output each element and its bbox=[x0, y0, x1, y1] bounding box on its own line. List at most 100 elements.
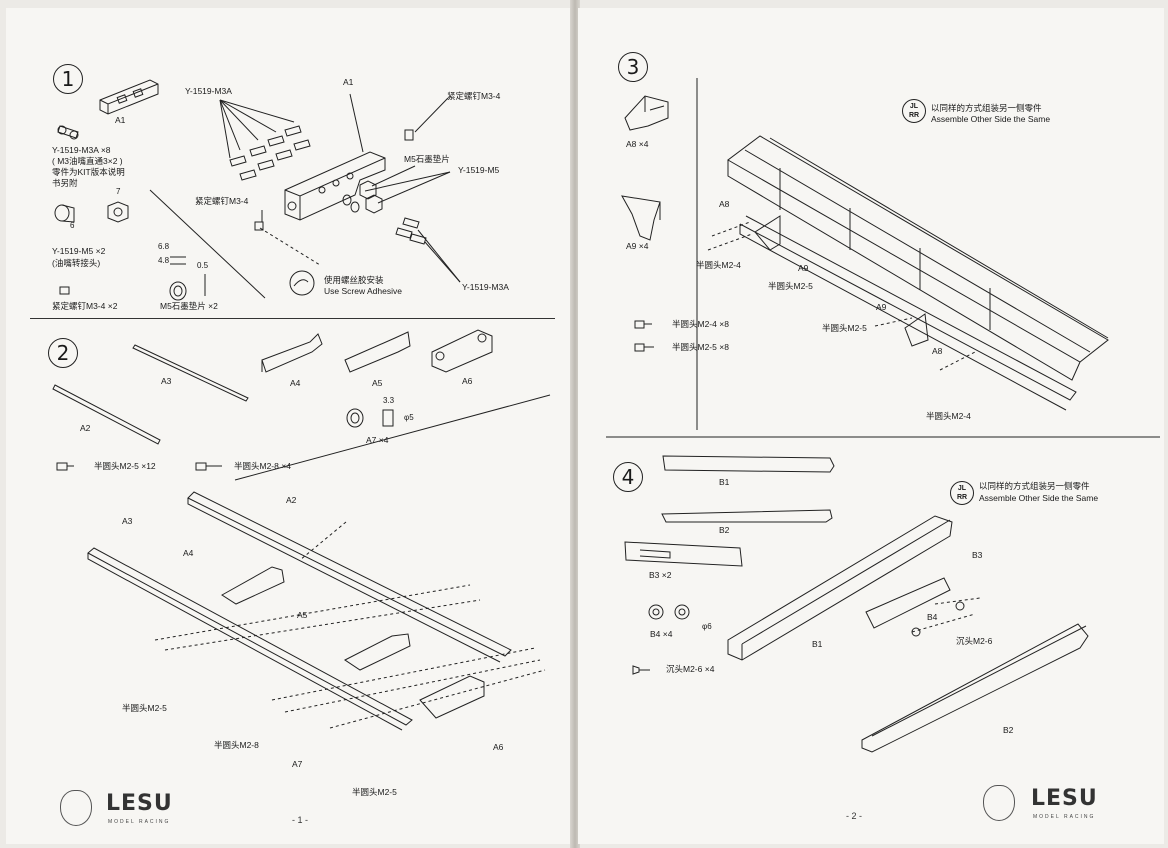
label-y1519-m5-qty: Y-1519-M5 ×2 bbox=[52, 246, 106, 256]
part-m5-washer-drawing bbox=[169, 256, 206, 301]
step3-same-side-cn: 以同样的方式组装另一侧零件 bbox=[931, 103, 1042, 113]
label-a4: A4 bbox=[290, 378, 301, 388]
dim-7: 7 bbox=[116, 187, 121, 196]
part-a1-drawing bbox=[99, 79, 159, 115]
label-y1519-m3a-bottom: Y-1519-M3A bbox=[462, 282, 509, 292]
asm-label-m2-4-2: 半圆头M2-4 bbox=[926, 411, 971, 421]
part-set-screw-drawing bbox=[59, 286, 70, 295]
screw-m2-4-icon bbox=[634, 320, 652, 329]
label-a9-qty: A9 ×4 bbox=[626, 241, 649, 251]
brand-tagline: MODEL RACING bbox=[108, 819, 171, 825]
label-y1519-m3a-qty: Y-1519-M3A ×8 bbox=[52, 145, 111, 155]
asm-label-a8-1: A8 bbox=[719, 199, 730, 209]
label-a7-qty: A7 ×4 bbox=[366, 435, 389, 445]
asm-label-a2: A2 bbox=[286, 495, 297, 505]
label-m2-8-qty: 半圆头M2-8 ×4 bbox=[234, 461, 291, 471]
asm-label-m2-4-1: 半圆头M2-4 bbox=[696, 260, 741, 270]
label-a1-top: A1 bbox=[343, 77, 354, 87]
label-a2: A2 bbox=[80, 423, 91, 433]
part-a9-drawing bbox=[621, 195, 661, 241]
step4-same-side-cn: 以同样的方式组装另一侧零件 bbox=[979, 481, 1090, 491]
step3-chassis-drawing bbox=[707, 135, 1109, 411]
label-set-screw-left: 紧定螺钉M3-4 bbox=[195, 196, 249, 206]
step-3-number: 3 bbox=[618, 52, 648, 82]
part-a3-drawing bbox=[132, 344, 249, 402]
part-a5-drawing bbox=[344, 331, 411, 373]
book-gutter bbox=[570, 0, 580, 848]
dim-phi5: φ5 bbox=[404, 413, 414, 422]
asm-label-m2-6: 沉头M2-6 bbox=[956, 636, 993, 646]
asm-label-m2-8: 半圆头M2-8 bbox=[214, 740, 259, 750]
step3-same-side-en: Assemble Other Side the Same bbox=[931, 114, 1051, 124]
label-m3-4-screw-qty: 紧定螺钉M3-4 ×2 bbox=[52, 301, 118, 311]
label-m2-6-qty: 沉头M2-6 ×4 bbox=[666, 664, 715, 674]
dim-phi6: φ6 bbox=[702, 622, 712, 631]
screw-m2-5-step3-icon bbox=[634, 343, 654, 352]
part-b1-drawing bbox=[662, 455, 835, 473]
label-y1519-m5: Y-1519-M5 bbox=[458, 165, 500, 175]
page-number-right: - 2 - bbox=[846, 811, 863, 821]
screw-m2-6-icon bbox=[632, 665, 650, 675]
part-y1519-m3a-drawing bbox=[57, 125, 79, 140]
label-a5: A5 bbox=[372, 378, 383, 388]
part-b2-drawing bbox=[661, 509, 833, 523]
asm-label-a5: A5 bbox=[297, 610, 308, 620]
lion-logo-icon bbox=[60, 790, 92, 826]
asm-label-m2-5-b: 半圆头M2-5 bbox=[352, 787, 397, 797]
lion-logo-icon-right bbox=[983, 785, 1015, 821]
screw-m2-5-icon bbox=[56, 462, 74, 471]
label-adhesive-en: Use Screw Adhesive bbox=[324, 286, 402, 296]
step2-assembly-drawing bbox=[87, 491, 546, 731]
asm-label-m2-5-a: 半圆头M2-5 bbox=[122, 703, 167, 713]
right-page bbox=[578, 8, 1164, 844]
label-b4-qty: B4 ×4 bbox=[650, 629, 673, 639]
label-a6: A6 bbox=[462, 376, 473, 386]
step-separator-1 bbox=[30, 318, 555, 319]
brand-logo: LESU bbox=[106, 791, 173, 816]
label-m2-5-qty-step3: 半圆头M2-5 ×8 bbox=[672, 342, 729, 352]
label-y1519-m3a-top: Y-1519-M3A bbox=[185, 86, 232, 96]
label-b1: B1 bbox=[719, 477, 730, 487]
asm-label-a9-2: A9 bbox=[876, 302, 887, 312]
step1-assembly-drawing bbox=[219, 93, 461, 296]
label-m5-washer: M5石墨垫片 bbox=[404, 154, 450, 164]
part-y1519-m5-drawing bbox=[54, 201, 129, 223]
step-4-number: 4 bbox=[613, 462, 643, 492]
step4-assembly-drawing bbox=[727, 515, 1089, 753]
label-m2-4-qty: 半圆头M2-4 ×8 bbox=[672, 319, 729, 329]
label-a8-qty: A8 ×4 bbox=[626, 139, 649, 149]
brand-tagline-right: MODEL RACING bbox=[1033, 814, 1096, 820]
label-m2-5-qty: 半圆头M2-5 ×12 bbox=[94, 461, 156, 471]
asm-label-b3: B3 bbox=[972, 550, 983, 560]
dim-0-5: 0.5 bbox=[197, 261, 209, 270]
asm-label-a6: A6 bbox=[493, 742, 504, 752]
asm-label-a4: A4 bbox=[183, 548, 194, 558]
label-set-screw-top: 紧定螺钉M3-4 bbox=[447, 91, 501, 101]
asm-label-a9-1: A9 bbox=[798, 263, 809, 273]
dim-6: 6 bbox=[70, 221, 75, 230]
screw-m2-8-icon bbox=[195, 462, 222, 471]
part-b3-drawing bbox=[624, 541, 743, 567]
asm-label-a3: A3 bbox=[122, 516, 133, 526]
asm-label-a7: A7 bbox=[292, 759, 303, 769]
label-y1519-note1: ( M3油嘴直通3×2 ) bbox=[52, 156, 123, 166]
part-a2-drawing bbox=[52, 384, 161, 445]
asm-label-b1: B1 bbox=[812, 639, 823, 649]
label-m5-washer-qty: M5石墨垫片 ×2 bbox=[160, 301, 218, 311]
asm-label-b4: B4 bbox=[927, 612, 938, 622]
asm-label-a8-2: A8 bbox=[932, 346, 943, 356]
label-b2: B2 bbox=[719, 525, 730, 535]
brand-logo-right: LESU bbox=[1031, 786, 1098, 811]
dim-6-8: 6.8 bbox=[158, 242, 170, 251]
part-a7-drawing bbox=[346, 408, 394, 428]
asm-label-b2: B2 bbox=[1003, 725, 1014, 735]
label-m5-note: (油嘴转接头) bbox=[52, 258, 101, 268]
asm-label-m2-5-2: 半圆头M2-5 bbox=[822, 323, 867, 333]
label-a3: A3 bbox=[161, 376, 172, 386]
part-b4-drawing bbox=[648, 604, 690, 620]
part-a6-drawing bbox=[431, 329, 493, 373]
page-number-left: - 1 - bbox=[292, 815, 309, 825]
